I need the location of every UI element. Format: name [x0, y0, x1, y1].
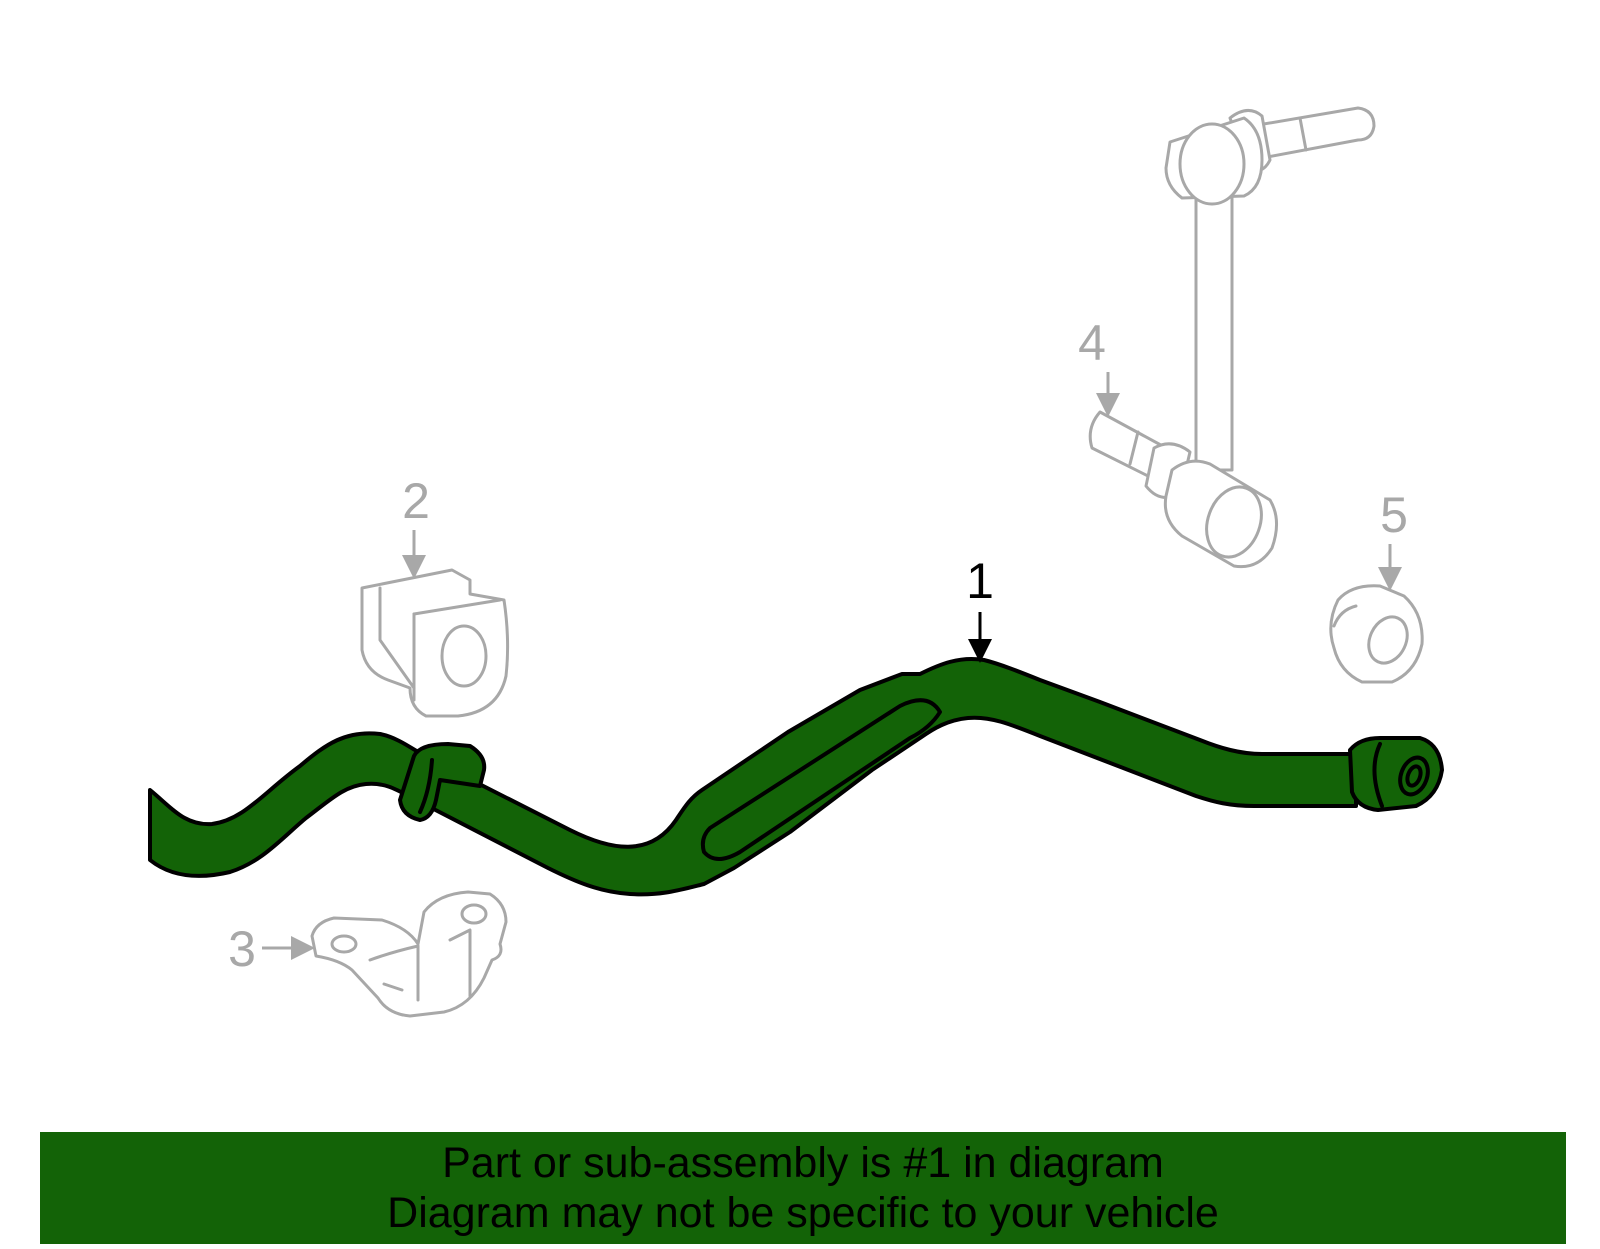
- callout-5: 5: [1378, 487, 1408, 591]
- callout-5-label: 5: [1380, 487, 1408, 543]
- callout-4-label: 4: [1078, 315, 1106, 371]
- callout-2-label: 2: [402, 473, 430, 529]
- nut[interactable]: [1329, 584, 1424, 684]
- bushing[interactable]: [360, 568, 510, 718]
- callout-3: 3: [228, 921, 315, 977]
- banner-line-1: Part or sub-assembly is #1 in diagram: [442, 1139, 1164, 1187]
- callout-2: 2: [402, 473, 430, 579]
- stabilizer-link[interactable]: [1088, 106, 1376, 569]
- bracket[interactable]: [310, 890, 508, 1018]
- stabilizer-bar[interactable]: [148, 657, 1444, 897]
- disclaimer-banner: Part or sub-assembly is #1 in diagram Di…: [40, 1132, 1566, 1244]
- banner-line-2: Diagram may not be specific to your vehi…: [387, 1189, 1219, 1237]
- callout-1-label: 1: [966, 553, 994, 609]
- callout-4: 4: [1078, 315, 1120, 417]
- callout-3-label: 3: [228, 921, 256, 977]
- callout-1: 1: [966, 553, 994, 663]
